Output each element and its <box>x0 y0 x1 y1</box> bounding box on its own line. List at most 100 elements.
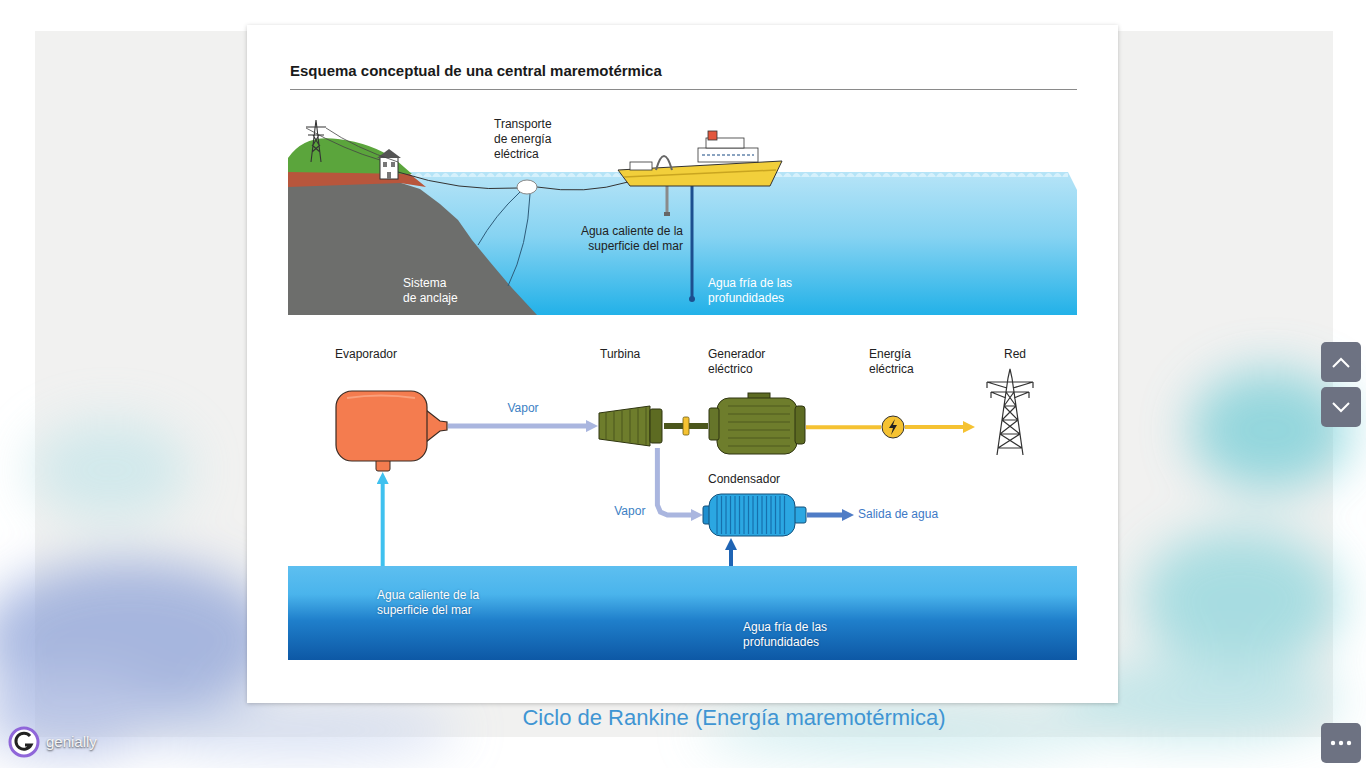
navigation-buttons-part <box>1333 359 1349 367</box>
turbine-unit-symbol-part <box>650 409 662 443</box>
sea-band: Agua caliente de la superficie del marAg… <box>288 566 1077 660</box>
navigation-buttons-part <box>1321 723 1361 763</box>
grid-pylon-symbol <box>975 368 1045 456</box>
generator-unit-symbol-part <box>717 398 797 454</box>
node-label: Red <box>1004 347 1044 362</box>
ocean-illustration-part <box>689 296 695 302</box>
text-slot: Sistema de anclaje <box>403 276 463 306</box>
text-slot: Evaporador <box>335 347 445 362</box>
ocean-illustration-part <box>383 162 387 167</box>
condenser-unit-symbol-part <box>748 496 749 534</box>
ocean-illustration-part <box>306 128 398 162</box>
grid-pylon: Red <box>973 343 1049 458</box>
text-slot: Vapor <box>507 401 538 416</box>
turbine-unit-symbol-part <box>646 407 647 444</box>
navigation-buttons-part <box>1347 741 1351 745</box>
generator-unit-symbol-part <box>709 408 719 440</box>
generator-unit-symbol-part <box>728 413 790 414</box>
condenser-unit-symbol-part <box>743 496 744 534</box>
node-label: Turbina <box>600 347 670 362</box>
content-card <box>247 25 1118 703</box>
text-slot: Ciclo de Rankine (Energía maremotérmica) <box>384 705 1084 731</box>
turbine-unit-symbol-part <box>606 413 607 439</box>
ocean-illustration-part <box>398 172 518 189</box>
ocean-illustration-part <box>624 170 776 177</box>
evaporator-unit-symbol-part <box>336 391 427 461</box>
text-slot: Agua fría de las profundidades <box>743 620 843 650</box>
navigation-buttons-part <box>1321 387 1361 427</box>
brand-watermark: genially <box>46 733 136 751</box>
ocean-illustration-part <box>508 194 530 286</box>
flow-connector <box>807 513 844 518</box>
condenser-unit-symbol-part <box>709 494 795 536</box>
generator-unit-symbol-part <box>728 429 790 430</box>
watercolor-stains-part <box>1140 530 1340 670</box>
ocean-illustration-part <box>517 180 537 194</box>
ocean-illustration-part <box>391 162 395 167</box>
diagram-caption: Ciclo de Rankine (Energía maremotérmica) <box>384 705 1084 731</box>
ocean-illustration-part <box>618 161 782 186</box>
text-slot: genially <box>46 733 136 751</box>
evaporator-unit-symbol-part <box>347 396 415 399</box>
text-slot: Condensador <box>708 472 808 487</box>
ocean-illustration-part <box>656 156 672 170</box>
navigation-buttons-part <box>1339 741 1343 745</box>
ocean-illustration-part <box>478 192 520 245</box>
turbine-unit: Turbina <box>594 343 672 451</box>
condenser-unit-symbol-part <box>739 496 740 534</box>
turbine-unit-symbol-part <box>622 411 623 442</box>
condenser-unit-symbol-part <box>757 496 758 534</box>
callout-label: Agua caliente de la superficie del mar <box>561 224 683 254</box>
condenser-unit-symbol-part <box>779 496 780 534</box>
node-label: Condensador <box>708 472 808 487</box>
ocean-illustration-part <box>288 172 1077 315</box>
condenser-unit: Condensador <box>700 468 810 540</box>
ocean-illustration-part <box>387 172 391 179</box>
condenser-unit-symbol-part <box>794 507 806 523</box>
evaporator-unit-symbol <box>335 390 448 472</box>
ocean-illustration-part <box>702 154 754 156</box>
turbine-unit-symbol <box>598 404 664 448</box>
turbine-unit-symbol-part <box>599 406 650 446</box>
condenser-unit-symbol-part <box>725 496 726 534</box>
callout-label: Transporte de energía eléctrica <box>494 117 564 162</box>
energy-symbol-symbol-part <box>889 419 897 435</box>
condenser-unit-symbol-part <box>730 496 731 534</box>
brand-icon <box>10 728 38 756</box>
flow-connector <box>657 448 693 515</box>
condenser-unit-symbol-part <box>775 496 776 534</box>
generator-unit-symbol-part <box>728 405 790 406</box>
evaporator-unit: Evaporador <box>330 343 455 475</box>
callout-label: Sistema de anclaje <box>403 276 463 306</box>
generator-unit-symbol-part <box>728 421 790 422</box>
generator-unit-symbol-part <box>795 406 805 444</box>
title-rule <box>290 89 1077 90</box>
generator-unit-symbol-part <box>728 445 790 446</box>
node-label: Agua caliente de la superficie del mar <box>377 588 489 618</box>
text-slot: Vapor <box>614 504 645 519</box>
condenser-unit-symbol-part <box>734 496 735 534</box>
connector-label: Vapor <box>614 504 645 519</box>
ocean-illustration-part <box>377 149 401 158</box>
ocean-illustration-part <box>630 162 652 170</box>
ocean-illustration-part <box>708 131 717 140</box>
text-slot: Salida de agua <box>858 507 953 522</box>
condenser-unit-symbol-part <box>716 496 717 534</box>
condenser-unit-symbol-part <box>761 496 762 534</box>
flow-connector <box>381 482 385 566</box>
diagram-title: Esquema conceptual de una central maremo… <box>290 62 990 80</box>
energy-symbol: Energía eléctrica <box>865 343 927 443</box>
shaft-coupling <box>683 417 689 435</box>
ocean-illustration-part <box>306 120 326 162</box>
brand-icon-part <box>10 728 38 756</box>
turbine-unit-symbol-part <box>614 412 615 440</box>
evaporator-unit-symbol-part <box>426 410 447 442</box>
ocean-illustration-part <box>664 212 670 216</box>
callout-label: Agua fría de las profundidades <box>708 276 808 306</box>
flow-connector <box>448 424 588 429</box>
text-slot: Agua fría de las profundidades <box>708 276 808 306</box>
text-slot: Esquema conceptual de una central maremo… <box>290 62 990 80</box>
flow-connector <box>806 425 881 429</box>
watercolor-stains-part <box>140 705 460 755</box>
